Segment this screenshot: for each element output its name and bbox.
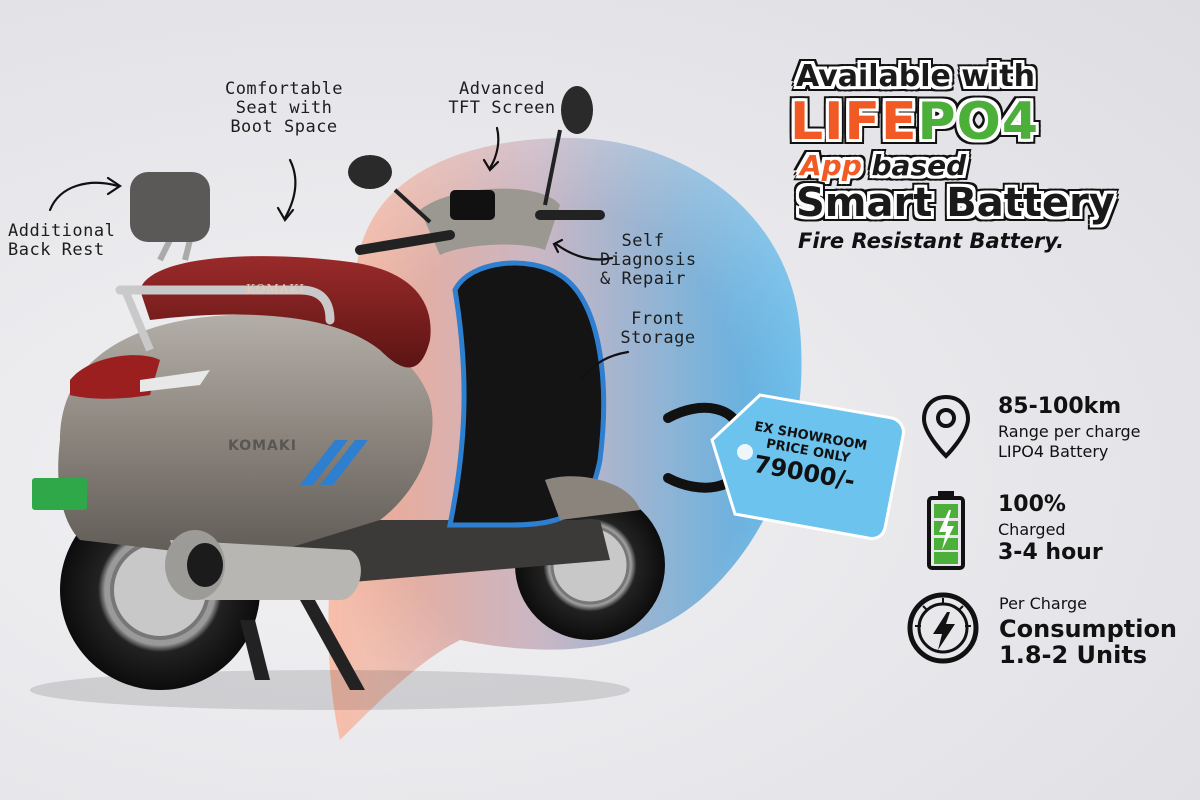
annotation-line: & Repair [600,269,686,289]
annotation-line: Storage [620,328,696,348]
consumption-value: 1.8-2 Units [999,641,1148,669]
battery-charging-icon [927,491,965,570]
consumption-title: Consumption [999,615,1178,643]
spec-charging: 100% Charged 3-4 hour [920,490,1190,580]
spec-consumption: Per Charge Consumption 1.8-2 Units [905,590,1195,680]
back-rest-annotation: Additional Back Rest [8,222,115,260]
tft-screen [450,190,495,220]
annotation-line: TFT Screen [448,98,556,118]
screen-annotation: Advanced TFT Screen [442,80,562,118]
annotation-line: Additional [8,221,116,241]
annotation-line: Seat with [235,98,333,118]
back-rest [130,172,210,242]
storage-annotation: Front Storage [618,310,698,348]
headline-app-based: App based [800,150,966,182]
range-value: 85-100km [998,394,1122,419]
annotation-line: Front [631,309,685,329]
charge-percent: 100% [998,492,1066,517]
annotation-line: Boot Space [230,117,338,137]
body-brand-text: KOMAKI [228,438,297,454]
energy-meter-icon [907,592,979,664]
app-word: App [800,149,862,182]
consumption-label: Per Charge [999,594,1087,613]
headline-lifepo4: LIFEPO4 [790,94,1039,150]
headline-smart-battery: Smart Battery [796,180,1115,226]
diagnosis-annotation: Self Diagnosis & Repair [600,231,697,289]
seat-brand-text: KOMAKI [246,282,306,296]
headline-available-with: Available with [796,59,1036,94]
based-word: based [871,149,967,182]
headline-fire-resistant: Fire Resistant Battery. [798,229,1065,253]
range-label: Range per charge [998,422,1141,441]
annotation-line: Comfortable [224,79,344,99]
charge-label: Charged [998,520,1066,539]
seat-annotation: Comfortable Seat with Boot Space [222,80,346,137]
charge-time: 3-4 hour [998,540,1103,565]
annotation-line: Advanced [459,79,545,99]
right-mirror [561,86,593,134]
left-mirror [348,155,392,189]
lifepo4-text: LIFEPO4 [790,92,1039,152]
number-plate [32,478,87,510]
lifepo4-po4-part: PO4 [917,92,1040,152]
lifepo4-life-part: LIFE [790,92,918,152]
location-pin-icon [921,394,971,459]
annotation-line: Back Rest [8,240,105,260]
seat [140,256,431,368]
annotation-line: Diagnosis [600,250,697,270]
annotation-line: Self [621,231,665,251]
range-battery-label: LIPO4 Battery [998,442,1109,461]
leg-shield [446,260,607,528]
spec-range: 85-100km Range per charge LIPO4 Battery [920,390,1190,470]
